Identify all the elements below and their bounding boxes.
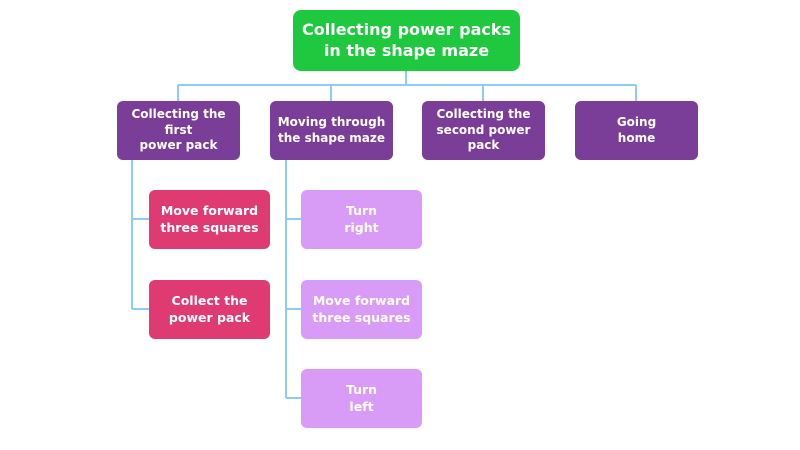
step-going-home: Going home (575, 101, 698, 160)
root-node: Collecting power packs in the shape maze (293, 10, 520, 71)
substep-collect-the-power-pack: Collect the power pack (149, 280, 270, 339)
substep-move-forward-three-squares: Move forward three squares (149, 190, 270, 249)
step-move-through-shape-maze: Moving through the shape maze (270, 101, 393, 160)
substep-turn-right: Turn right (301, 190, 422, 249)
step-collect-first-power-pack: Collecting the first power pack (117, 101, 240, 160)
step-collect-second-power-pack: Collecting the second power pack (422, 101, 545, 160)
substep-turn-left: Turn left (301, 369, 422, 428)
substep-maze-move-forward-three-squares: Move forward three squares (301, 280, 422, 339)
